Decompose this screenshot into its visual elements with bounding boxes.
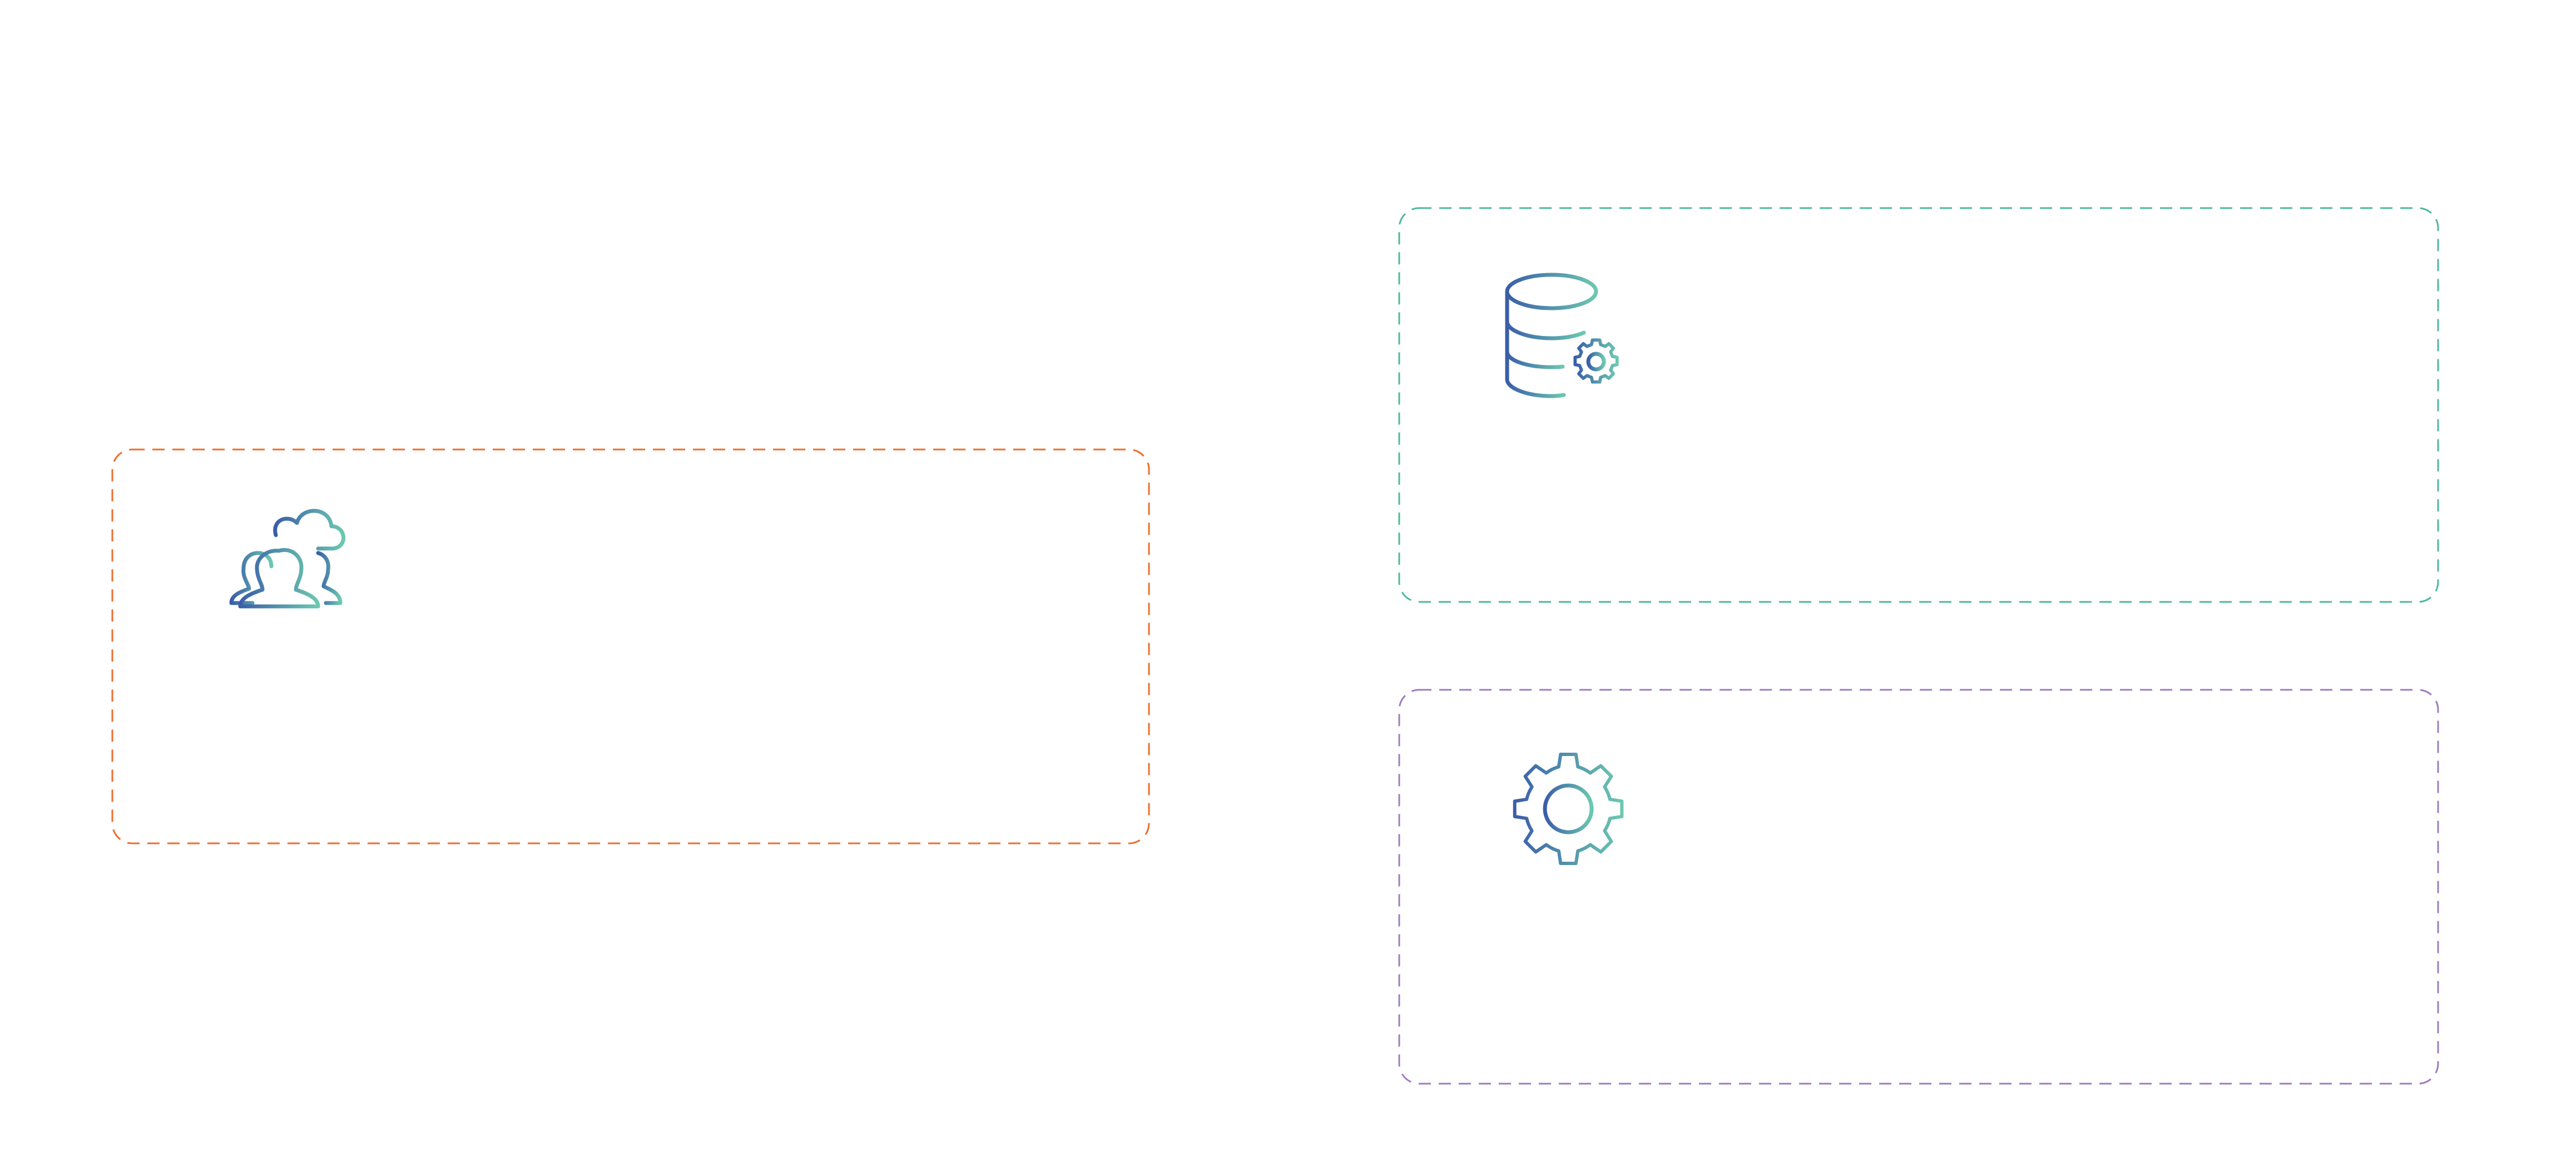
card-left [111,448,1150,844]
people-cloud-icon [229,508,345,609]
gear-icon [1513,752,1624,866]
card-bottom-right [1398,689,2439,1085]
card-top-right-border [1398,207,2439,603]
card-left-border [111,448,1150,844]
database-gear-icon [1505,273,1619,398]
card-top-right [1398,207,2439,603]
card-bottom-right-border [1398,689,2439,1085]
